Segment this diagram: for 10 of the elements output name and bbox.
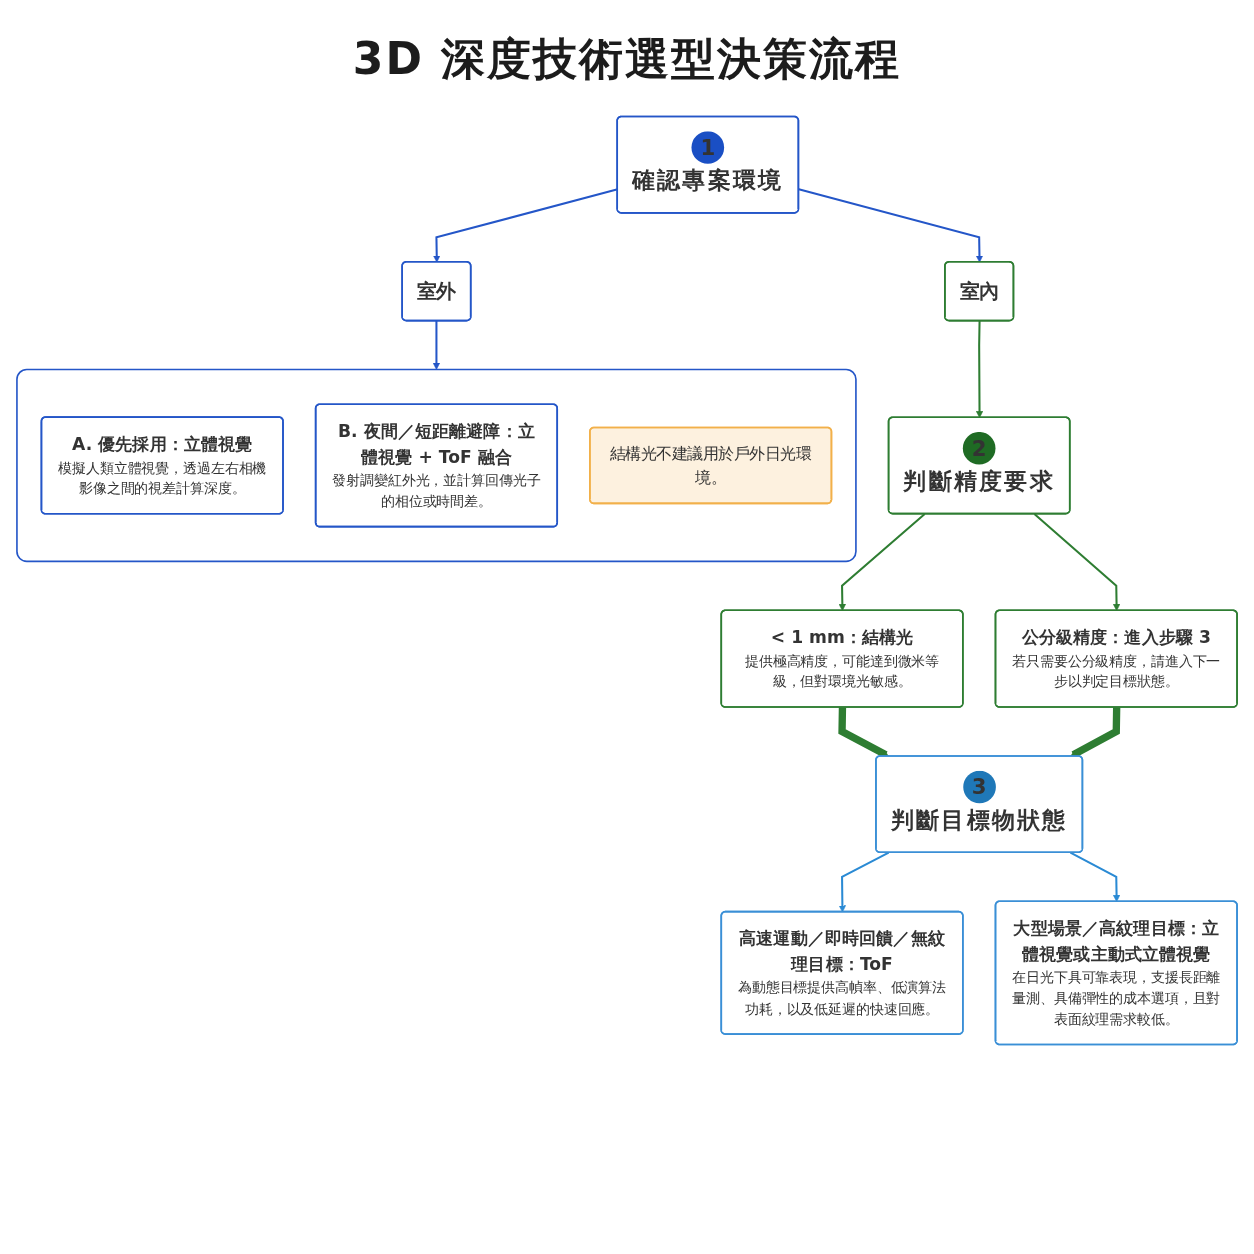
arrow xyxy=(433,188,618,263)
diagram-title: 3D 深度技術選型決策流程 xyxy=(351,32,903,86)
arrow xyxy=(1033,513,1121,611)
arrow xyxy=(838,851,890,913)
arrow xyxy=(798,188,984,263)
arrow xyxy=(975,320,984,418)
arrow xyxy=(432,320,440,370)
arrow xyxy=(1070,851,1121,902)
cluster xyxy=(16,368,857,563)
arrow xyxy=(838,513,926,611)
